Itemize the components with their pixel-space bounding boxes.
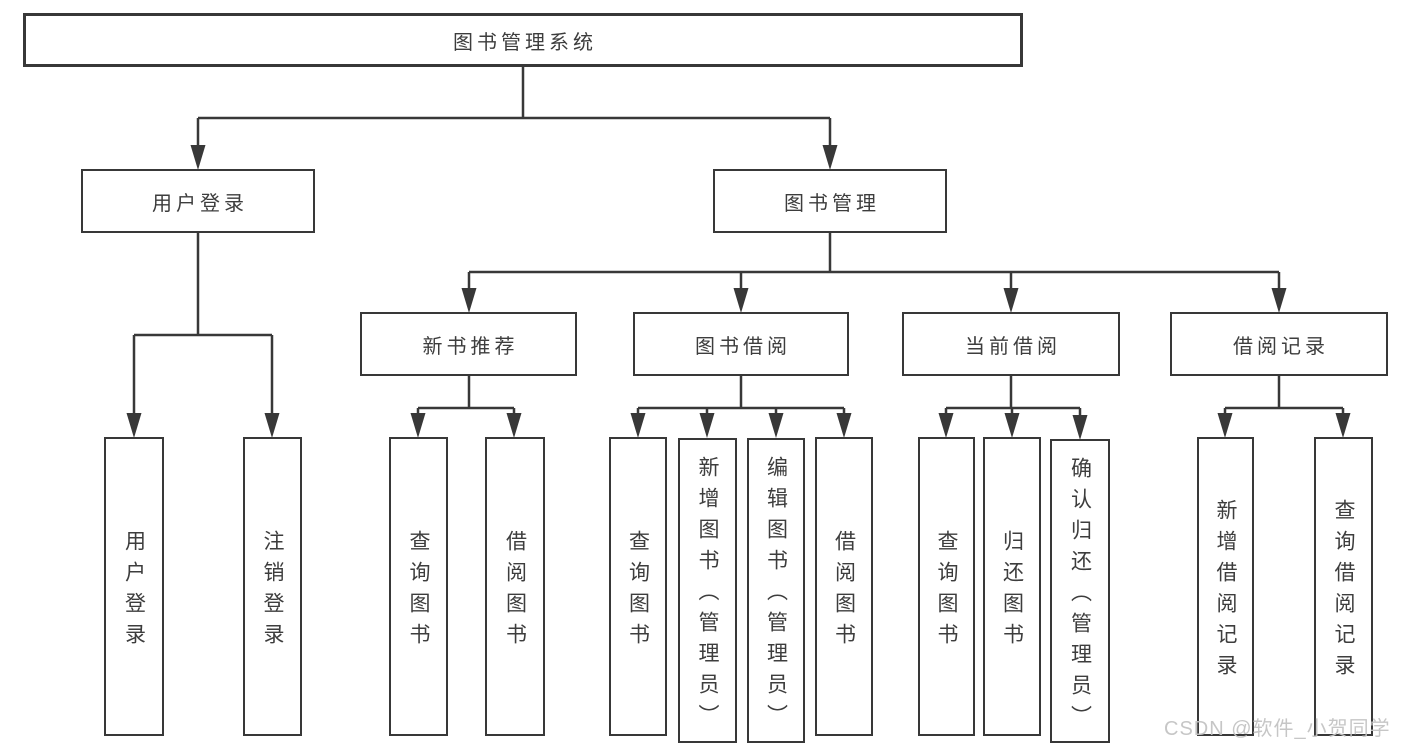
node-current-borrow-label: 当前借阅 [965, 335, 1061, 358]
leaf-add-borrow-record: 新增借阅记录 [1197, 437, 1254, 736]
arrow-down-icon [733, 288, 749, 313]
arrow-down-icon [190, 145, 206, 170]
leaf-query-books-3: 查询图书 [918, 437, 975, 736]
arrow-down-icon [1004, 413, 1020, 438]
node-book-borrow-label: 图书借阅 [695, 335, 791, 358]
leaf-query-borrow-record: 查询借阅记录 [1314, 437, 1373, 736]
arrow-down-icon [1271, 288, 1287, 313]
node-current-borrow: 当前借阅 [902, 312, 1120, 376]
node-library-system-label: 图书管理系统 [453, 31, 597, 54]
leaf-user-login: 用户登录 [104, 437, 164, 736]
leaf-query-books-3-label: 查询图书 [935, 529, 958, 654]
connector-userlogin-to-leaves [132, 232, 274, 420]
node-book-borrow: 图书借阅 [633, 312, 849, 376]
node-new-book-recommend: 新书推荐 [360, 312, 577, 376]
arrow-down-icon [822, 145, 838, 170]
arrow-down-icon [768, 413, 784, 438]
arrow-down-icon [410, 413, 426, 438]
leaf-return-book: 归还图书 [983, 437, 1041, 736]
leaf-query-books-2: 查询图书 [609, 437, 667, 736]
leaf-edit-book-admin-label: 编辑图书（管理员） [764, 456, 788, 735]
node-book-management-label: 图书管理 [784, 192, 880, 215]
leaf-add-borrow-record-label: 新增借阅记录 [1214, 498, 1237, 685]
connector-records-to-leaves [1223, 375, 1345, 420]
leaf-query-books-1-label: 查询图书 [407, 529, 430, 654]
leaf-user-login-label: 用户登录 [122, 529, 146, 654]
node-library-system: 图书管理系统 [23, 13, 1023, 67]
node-new-book-recommend-label: 新书推荐 [422, 335, 519, 358]
leaf-logout-label: 注销登录 [261, 529, 284, 654]
arrow-down-icon [1072, 415, 1088, 440]
node-user-login-label: 用户登录 [152, 192, 248, 215]
leaf-confirm-return-admin-label: 确认归还（管理员） [1068, 456, 1092, 736]
arrow-down-icon [699, 413, 715, 438]
arrow-down-icon [506, 413, 522, 438]
arrow-down-icon [836, 413, 852, 438]
leaf-logout: 注销登录 [243, 437, 302, 736]
connector-bookmgmt-to-level3 [467, 232, 1281, 295]
leaf-query-borrow-record-label: 查询借阅记录 [1332, 498, 1355, 685]
node-user-login: 用户登录 [81, 169, 315, 233]
arrowheads [126, 145, 1351, 440]
leaf-borrow-books-2-label: 借阅图书 [832, 529, 856, 654]
leaf-borrow-books-1: 借阅图书 [485, 437, 545, 736]
leaf-add-book-admin: 新增图书（管理员） [678, 438, 737, 743]
arrow-down-icon [264, 413, 280, 438]
leaf-query-books-1: 查询图书 [389, 437, 448, 736]
arrow-down-icon [938, 413, 954, 438]
watermark: CSDN @软件_小贺同学 [1164, 718, 1391, 740]
connector-newbook-to-leaves [416, 375, 516, 420]
leaf-confirm-return-admin: 确认归还（管理员） [1050, 439, 1110, 743]
node-borrow-records: 借阅记录 [1170, 312, 1388, 376]
leaf-return-book-label: 归还图书 [1000, 529, 1024, 654]
leaf-edit-book-admin: 编辑图书（管理员） [747, 438, 805, 743]
leaf-query-books-2-label: 查询图书 [626, 529, 650, 654]
arrow-down-icon [126, 413, 142, 438]
arrow-down-icon [1003, 288, 1019, 313]
connector-root-to-level2 [196, 66, 832, 152]
leaf-add-book-admin-label: 新增图书（管理员） [696, 456, 719, 735]
leaf-borrow-books-1-label: 借阅图书 [503, 529, 527, 654]
leaf-borrow-books-2: 借阅图书 [815, 437, 873, 736]
arrow-down-icon [461, 288, 477, 313]
node-borrow-records-label: 借阅记录 [1233, 335, 1329, 358]
arrow-down-icon [1335, 413, 1351, 438]
node-book-management: 图书管理 [713, 169, 947, 233]
connector-borrow-to-leaves [636, 375, 846, 420]
arrow-down-icon [630, 413, 646, 438]
arrow-down-icon [1217, 413, 1233, 438]
